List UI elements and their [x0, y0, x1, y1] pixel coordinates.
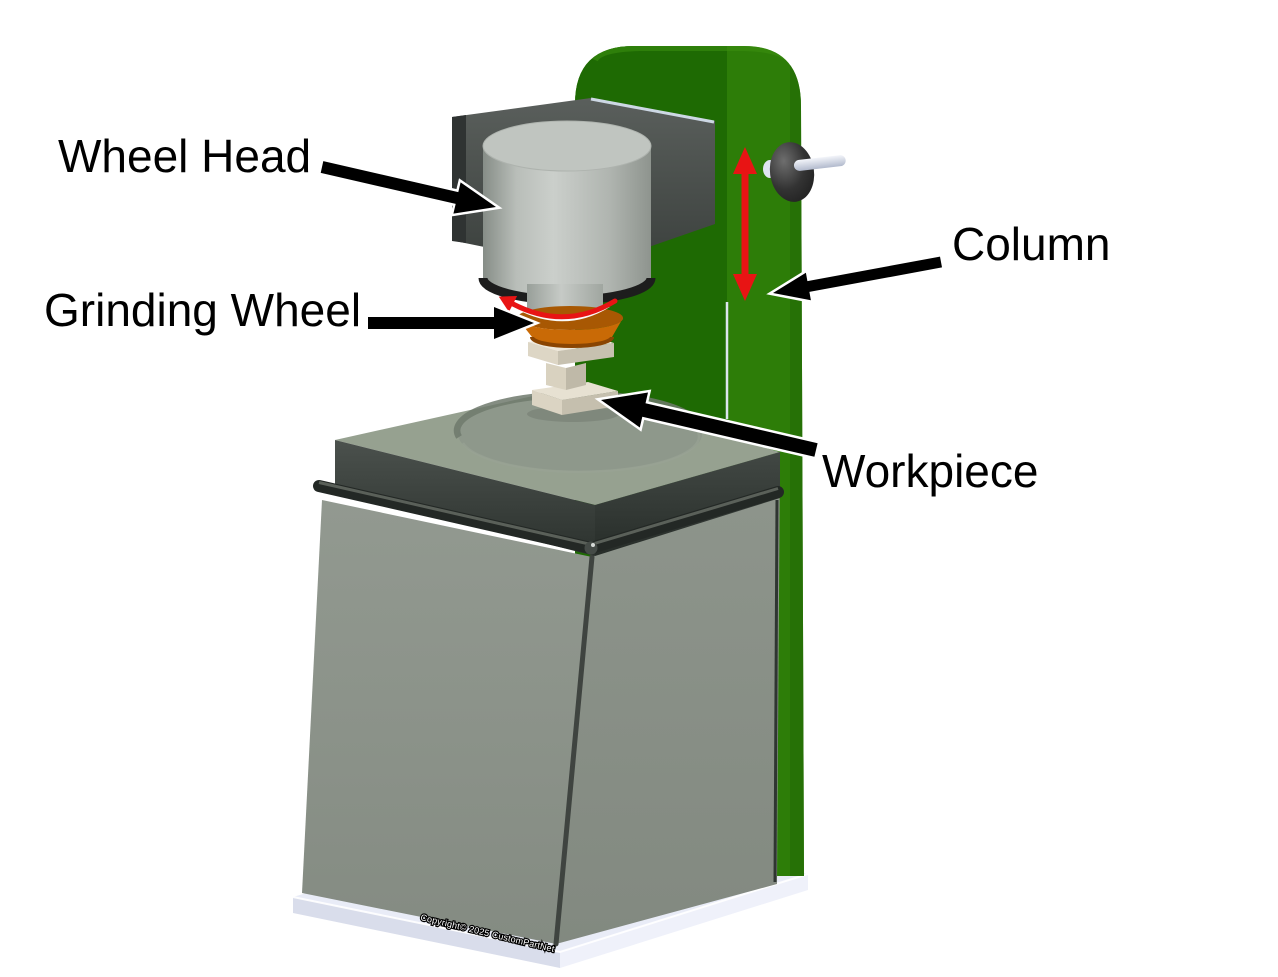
- label-arrows: [317, 158, 945, 460]
- vertical-arrow-head-down: [733, 274, 757, 301]
- rotation-arrow-head: [498, 296, 518, 312]
- workpiece-top-flange-side: [558, 343, 614, 365]
- base-plate-edge-highlight: [292, 873, 809, 954]
- machine-base: [302, 390, 784, 947]
- worktable-front-highlight: [461, 429, 701, 474]
- workpiece-top-flange-front: [528, 342, 558, 365]
- wheel-rotation-arrow: [498, 296, 618, 322]
- workpiece-web-side: [566, 363, 586, 390]
- wheel-head-motor: [483, 146, 651, 301]
- workpiece-web-front: [546, 363, 566, 390]
- cabinet-left-face: [302, 500, 592, 944]
- wheel-head-arrow: [317, 158, 503, 217]
- grinding-wheel-bottom-shadow: [530, 336, 614, 348]
- height-adjust-knob: [763, 142, 846, 202]
- base-plate-side-left: [293, 897, 560, 968]
- cabinet-lip-corner: [584, 541, 598, 555]
- cabinet-lip-corner-highlight: [591, 543, 595, 547]
- column-right-shade: [790, 46, 804, 876]
- workpiece-arrow: [594, 389, 821, 460]
- vertical-motion-arrow: [733, 147, 757, 301]
- rotation-arrow-arc: [510, 298, 618, 320]
- cabinet-front-edge: [553, 554, 595, 947]
- grinding-wheel-arrow: [365, 303, 541, 343]
- knob-handle: [793, 155, 846, 171]
- label-wheel-head: Wheel Head: [58, 130, 311, 182]
- label-column: Column: [952, 218, 1111, 270]
- knob-disc: [769, 142, 815, 202]
- wheel-head-assembly: [452, 97, 715, 324]
- workpiece-bottom-flange-front: [532, 390, 562, 415]
- grinding-wheel-body: [517, 318, 623, 346]
- label-grinding-wheel: Grinding Wheel: [44, 284, 361, 336]
- label-workpiece: Workpiece: [822, 445, 1038, 497]
- vertical-arrow-head-up: [733, 147, 757, 174]
- cabinet-band-left: [335, 440, 595, 556]
- base-plate-side-right: [560, 874, 808, 968]
- workpiece-bottom-flange-top: [532, 382, 618, 400]
- cabinet-right-face: [556, 452, 780, 944]
- bracket-top-edge-highlight: [590, 97, 715, 124]
- cabinet-right-edge-line: [773, 499, 779, 883]
- column-arrow: [766, 253, 945, 304]
- wheel-head-top: [482, 120, 652, 172]
